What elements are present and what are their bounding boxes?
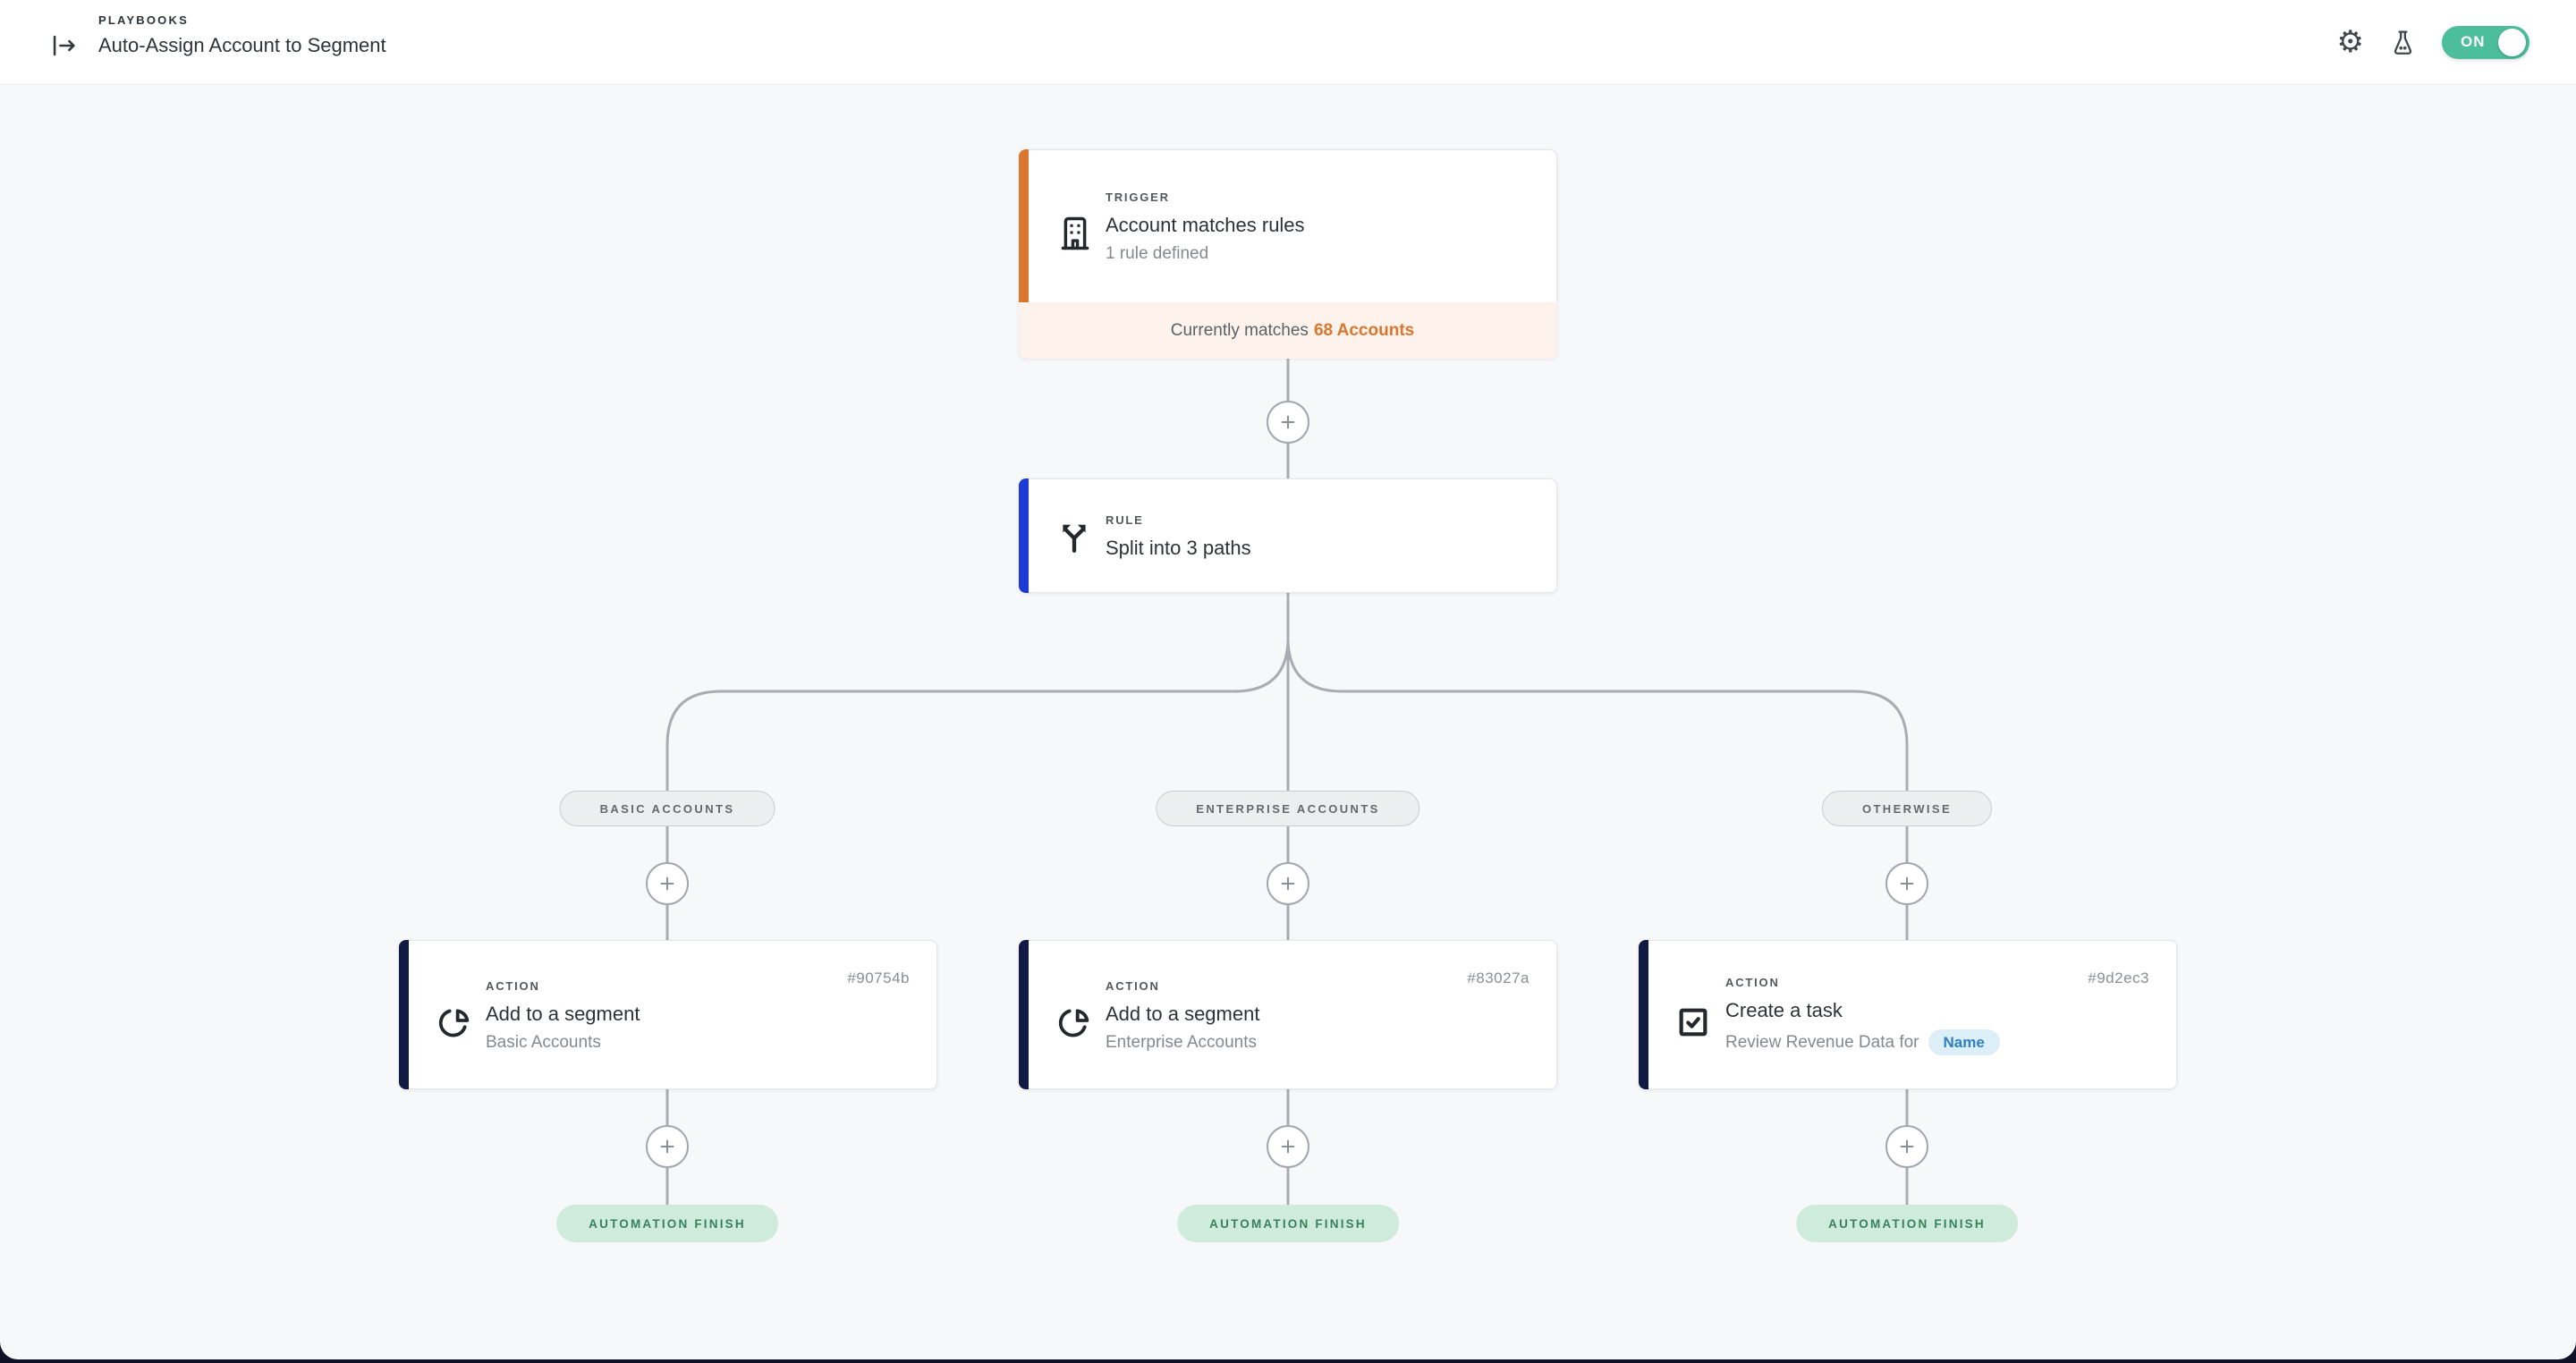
header-bar: PLAYBOOKS Auto-Assign Account to Segment… [0, 0, 2576, 85]
variable-chip: Name [1928, 1029, 2000, 1055]
automation-finish-badge-3: AUTOMATION FINISH [1796, 1205, 2018, 1242]
add-step-button-finish-2[interactable] [1267, 1125, 1309, 1168]
action-type-label: ACTION [1725, 976, 1780, 989]
toggle-knob[interactable] [2498, 28, 2526, 56]
action-card-create-task[interactable]: #9d2ec3 ACTION Create a task Review Reve… [1639, 940, 2177, 1089]
app-eyebrow: PLAYBOOKS [98, 13, 189, 27]
action-card-add-segment-enterprise[interactable]: #83027a ACTION Add to a segment Enterpri… [1019, 940, 1557, 1089]
pie-chart-icon [1055, 1004, 1106, 1040]
rule-text: RULE Split into 3 paths [1106, 513, 1251, 560]
automation-finish-badge-1: AUTOMATION FINISH [556, 1205, 778, 1242]
action-ref-id: #9d2ec3 [2088, 969, 2149, 986]
trigger-match-footer: Currently matches 68 Accounts [1019, 302, 1557, 359]
action-subtitle: Enterprise Accounts [1106, 1033, 1259, 1053]
action-subtitle-text: Basic Accounts [486, 1032, 601, 1052]
action-subtitle-text: Review Revenue Data for [1725, 1032, 1919, 1052]
test-flask-icon[interactable] [2389, 29, 2417, 56]
exit-builder-icon[interactable] [48, 30, 79, 61]
action-subtitle-text: Enterprise Accounts [1106, 1032, 1257, 1052]
action-subtitle: Review Revenue Data for Name [1725, 1029, 2000, 1055]
path-label-basic-accounts[interactable]: BASIC ACCOUNTS [559, 791, 775, 826]
rule-card[interactable]: RULE Split into 3 paths [1019, 478, 1557, 593]
action-title: Add to a segment [486, 1002, 640, 1025]
action-type-label: ACTION [1106, 978, 1160, 993]
playbook-title: Auto-Assign Account to Segment [98, 34, 386, 56]
action-card-add-segment-basic[interactable]: #90754b ACTION Add to a segment Basic Ac… [399, 940, 937, 1089]
add-step-button-branch-2[interactable] [1267, 862, 1309, 905]
building-icon [1055, 214, 1106, 253]
trigger-card-body: TRIGGER Account matches rules 1 rule def… [1020, 150, 1556, 303]
add-step-button-branch-1[interactable] [646, 862, 689, 905]
trigger-match-prefix: Currently matches [1170, 320, 1309, 340]
action-title: Add to a segment [1106, 1002, 1260, 1025]
action-subtitle: Basic Accounts [486, 1033, 640, 1053]
action-card-body: ACTION Add to a segment Enterprise Accou… [1020, 941, 1556, 1090]
toggle-state-label: ON [2461, 33, 2486, 50]
playbook-on-toggle[interactable]: ON [2442, 25, 2529, 59]
action-ref-id: #83027a [1467, 969, 1530, 986]
add-step-button-top[interactable] [1267, 401, 1309, 444]
add-step-button-finish-1[interactable] [646, 1125, 689, 1168]
rule-title: Split into 3 paths [1106, 537, 1251, 559]
rule-card-body: RULE Split into 3 paths [1020, 479, 1556, 594]
path-label-enterprise-accounts[interactable]: ENTERPRISE ACCOUNTS [1156, 791, 1420, 826]
action-type-label: ACTION [486, 978, 540, 993]
checkbox-icon [1675, 1004, 1725, 1040]
automation-finish-badge-2: AUTOMATION FINISH [1177, 1205, 1399, 1242]
add-step-button-finish-3[interactable] [1885, 1125, 1928, 1168]
header-controls: ⚙ ON [2337, 0, 2529, 84]
action-title: Create a task [1725, 999, 1843, 1021]
trigger-type-label: TRIGGER [1106, 190, 1170, 204]
split-arrows-icon [1055, 518, 1106, 555]
action-card-body: ACTION Create a task Review Revenue Data… [1640, 941, 2176, 1090]
trigger-subtitle: 1 rule defined [1106, 243, 1209, 263]
action-text: ACTION Add to a segment Basic Accounts [486, 979, 640, 1053]
settings-gear-icon[interactable]: ⚙ [2336, 25, 2364, 59]
trigger-match-count[interactable]: 68 Accounts [1313, 320, 1415, 340]
trigger-title: Account matches rules [1106, 213, 1305, 236]
action-text: ACTION Create a task Review Revenue Data… [1725, 976, 2000, 1055]
rule-type-label: RULE [1106, 513, 1144, 527]
action-text: ACTION Add to a segment Enterprise Accou… [1106, 979, 1259, 1053]
action-ref-id: #90754b [847, 969, 910, 986]
trigger-text: TRIGGER Account matches rules 1 rule def… [1106, 190, 1305, 264]
add-step-button-branch-3[interactable] [1885, 862, 1928, 905]
path-label-otherwise[interactable]: OTHERWISE [1821, 791, 1993, 826]
action-card-body: ACTION Add to a segment Basic Accounts [400, 941, 936, 1090]
trigger-card[interactable]: TRIGGER Account matches rules 1 rule def… [1019, 149, 1557, 359]
pie-chart-icon [436, 1004, 486, 1040]
header-text-block: PLAYBOOKS Auto-Assign Account to Segment [98, 13, 386, 57]
